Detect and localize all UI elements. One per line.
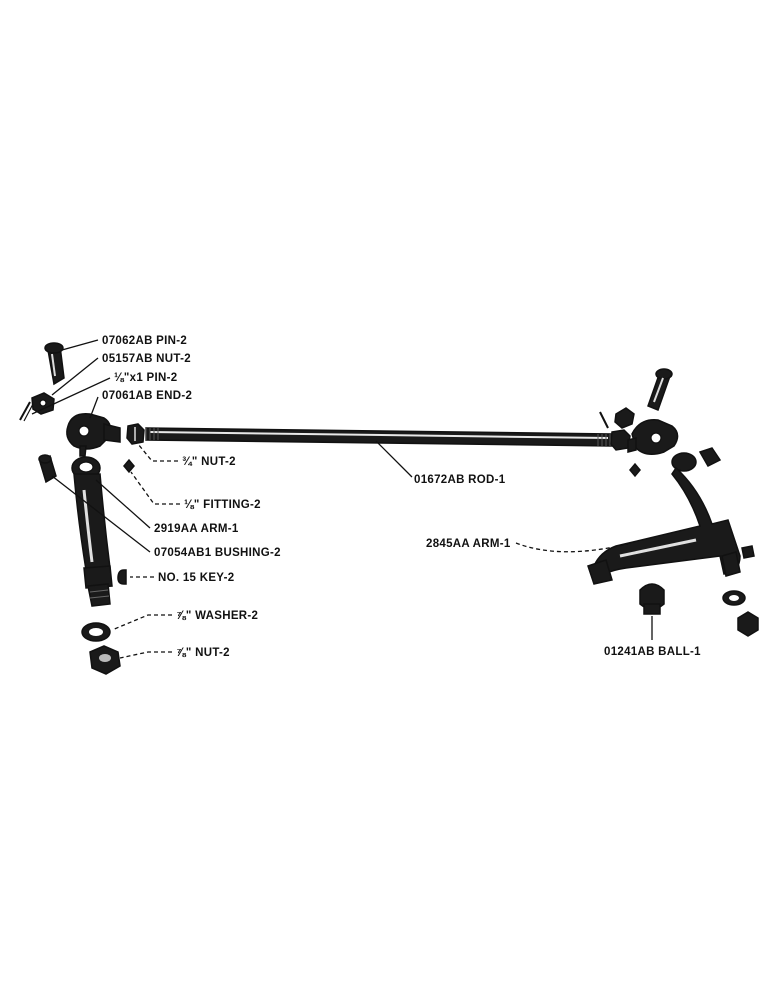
label-arm-2919aa: 2919AA ARM-1 [154, 523, 239, 535]
leader-nut-7-8 [119, 651, 172, 659]
leader-arm-2845aa [515, 542, 629, 553]
ball-01241ab [639, 583, 665, 615]
nut-7-8 [89, 645, 121, 675]
cotter-pin-left [19, 401, 34, 422]
clevis-end-07061ab-left [66, 413, 121, 457]
grease-fitting-left [123, 458, 135, 474]
label-ball-01241ab: 01241AB BALL-1 [604, 646, 701, 658]
nut-05157ab-left [31, 392, 55, 415]
nut-3-4-left [126, 423, 145, 445]
leader-end-07061ab [89, 396, 99, 419]
label-cotter-pin: ⅛"x1 PIN-2 [114, 372, 177, 384]
bushing-right-upper [698, 447, 722, 467]
label-nut-05157ab: 05157AB NUT-2 [102, 353, 191, 365]
woodruff-key [117, 569, 127, 585]
cotter-pin-right [599, 411, 609, 429]
leader-bushing-07054ab1 [51, 475, 151, 553]
label-bushing-07054ab1: 07054AB1 BUSHING-2 [154, 547, 281, 559]
grease-fitting-right [629, 462, 641, 478]
pin-07062ab-right [647, 368, 673, 411]
clevis-end-07061ab-right [627, 419, 679, 455]
leader-nut-3-4 [137, 443, 178, 462]
label-rod-01672ab: 01672AB ROD-1 [414, 474, 506, 486]
leader-nut-05157ab [51, 357, 99, 396]
washer-7-8 [81, 622, 111, 642]
label-fitting: ⅛" FITTING-2 [184, 499, 261, 511]
label-end-07061ab: 07061AB END-2 [102, 390, 192, 402]
leader-pin-07062ab [61, 339, 99, 351]
washer-right [722, 590, 746, 606]
label-arm-2845aa: 2845AA ARM-1 [426, 538, 511, 550]
label-nut-3-4: ¾" NUT-2 [182, 456, 236, 468]
arm-2919aa [71, 456, 113, 607]
arm-2845aa [587, 452, 741, 585]
label-nut-7-8: ⅞" NUT-2 [176, 647, 230, 659]
label-washer: ⅞" WASHER-2 [176, 610, 258, 622]
nut-3-4-right [610, 429, 631, 451]
pin-07062ab-left [44, 342, 65, 386]
nut-05157ab-right [614, 407, 635, 429]
leader-cotter-pin [31, 377, 111, 415]
leader-rod-01672ab [375, 440, 413, 478]
key-right [741, 545, 755, 559]
label-key: NO. 15 KEY-2 [158, 572, 234, 584]
leader-washer [111, 614, 172, 631]
leader-fitting [130, 471, 180, 505]
nut-right-lower [737, 611, 759, 637]
leader-arm-2919aa [95, 479, 151, 529]
bushing-07054ab1-left [38, 454, 57, 484]
label-pin-07062ab: 07062AB PIN-2 [102, 335, 187, 347]
